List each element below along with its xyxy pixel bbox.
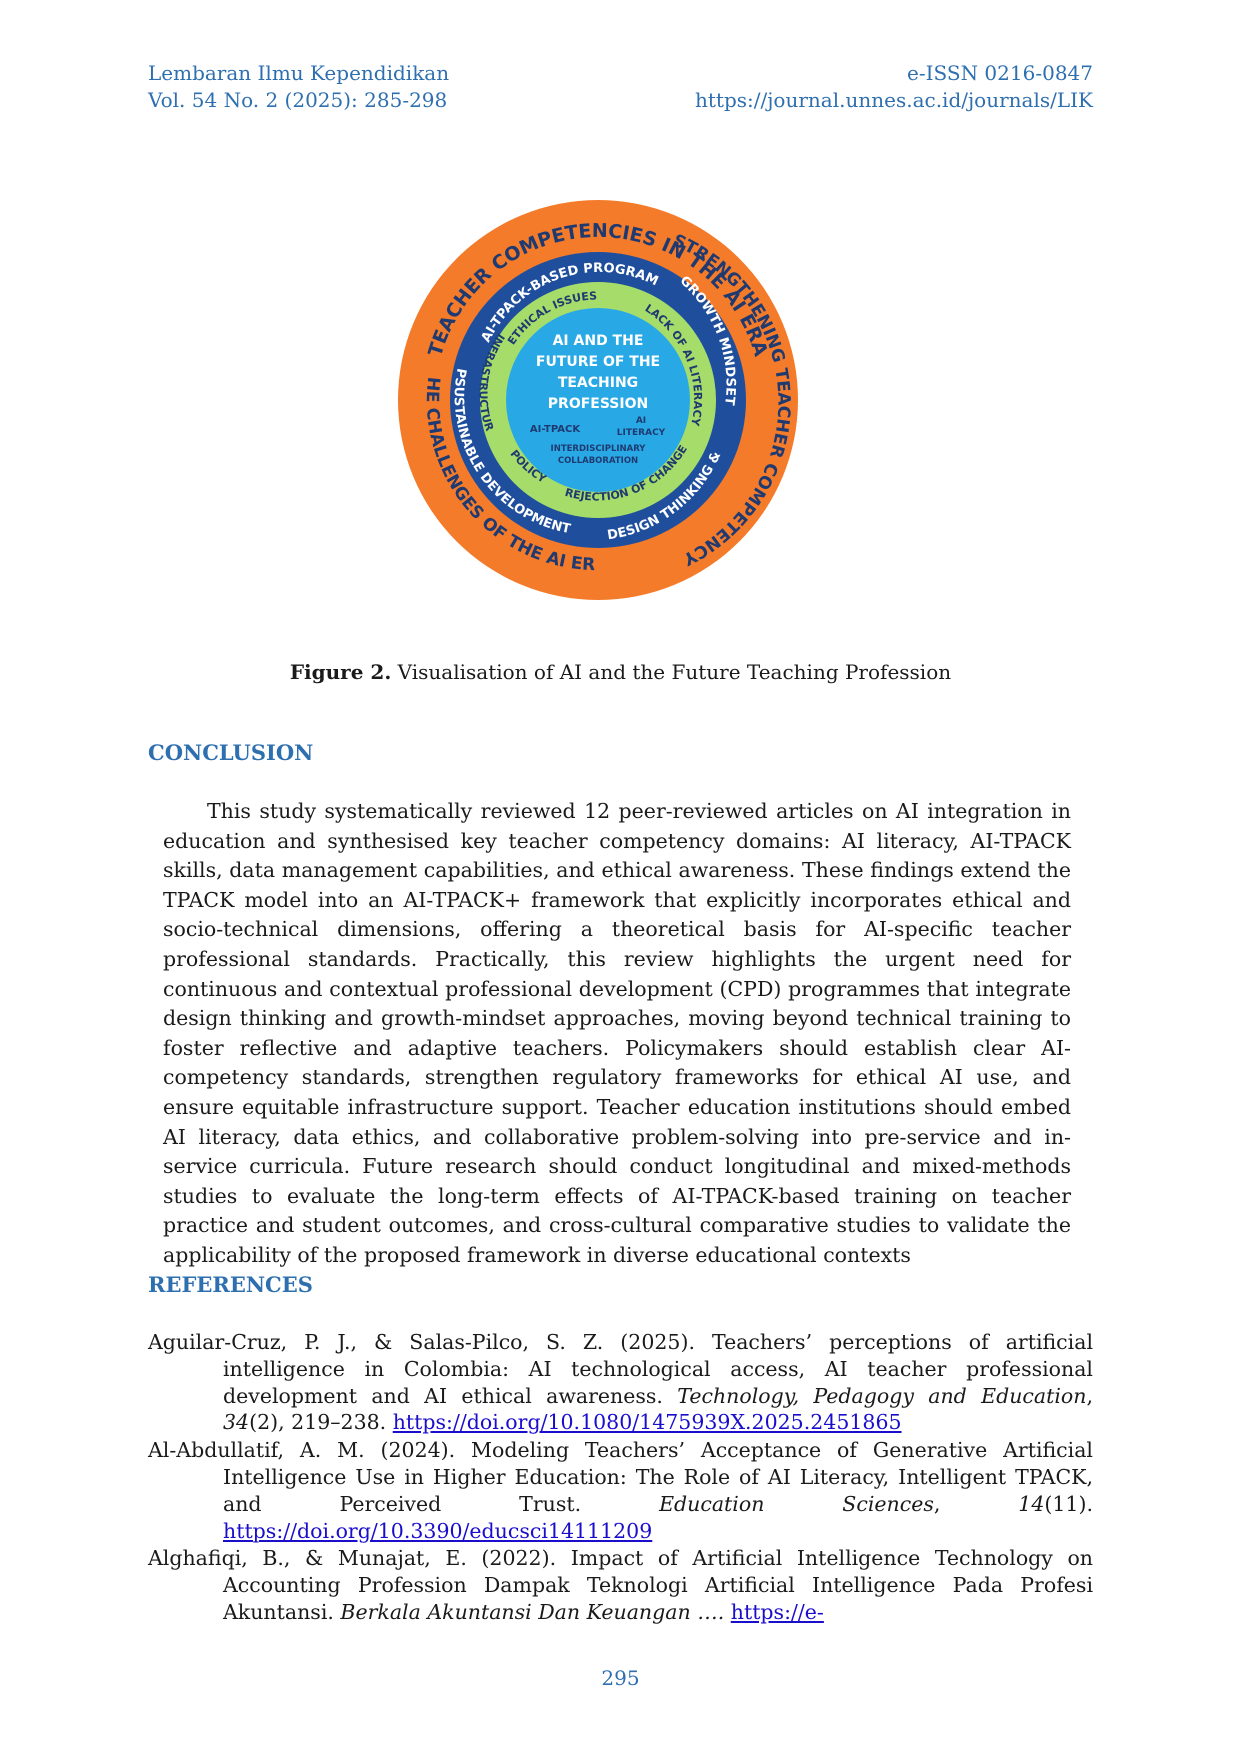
reference-doi-link[interactable]: https://doi.org/10.1080/1475939X.2025.24… (392, 1410, 902, 1435)
center-literacy: LITERACY (617, 428, 666, 438)
reference-item: Alghafiqi, B., & Munajat, E. (2022). Imp… (148, 1545, 1093, 1625)
journal-url[interactable]: https://journal.unnes.ac.id/journals/LIK (694, 88, 1093, 112)
reference-volume: 14 (1018, 1491, 1045, 1516)
issn: e-ISSN 0216-0847 (907, 61, 1093, 85)
reference-issue-pages: (11). (1044, 1491, 1093, 1516)
center-ai: AI (636, 416, 646, 426)
center-interdisciplinary: INTERDISCIPLINARY (551, 444, 647, 454)
reference-source: Education Sciences (659, 1491, 934, 1516)
center-title-line3: TEACHING (558, 375, 638, 391)
reference-list: Aguilar-Cruz, P. J., & Salas-Pilco, S. Z… (148, 1329, 1093, 1627)
figure-label: Figure 2. (289, 660, 392, 684)
center-ai-tpack: AI-TPACK (530, 424, 581, 435)
conclusion-paragraph: This study systematically reviewed 12 pe… (163, 799, 1071, 1267)
reference-item: Aguilar-Cruz, P. J., & Salas-Pilco, S. Z… (148, 1329, 1093, 1436)
figure-caption: Figure 2. Visualisation of AI and the Fu… (0, 660, 1241, 684)
page-number: 295 (601, 1666, 640, 1690)
reference-text: Aguilar-Cruz, P. J., & Salas-Pilco, S. Z… (148, 1330, 1093, 1408)
conclusion-heading: CONCLUSION (148, 740, 314, 765)
references-heading: REFERENCES (148, 1272, 313, 1297)
center-collaboration: COLLABORATION (558, 456, 638, 466)
center-title-line1: AI AND THE (553, 333, 644, 349)
center-circle (506, 308, 690, 492)
reference-issue-pages: (2), 219–238. (249, 1410, 393, 1435)
reference-separator: , (1086, 1383, 1093, 1408)
journal-name: Lembaran Ilmu Kependidikan (148, 61, 450, 85)
running-header-right: e-ISSN 0216-0847 https://journal.unnes.a… (695, 60, 1093, 114)
reference-doi-link[interactable]: https://doi.org/10.3390/educsci14111209 (223, 1518, 653, 1543)
reference-item: Al-Abdullatif, A. M. (2024). Modeling Te… (148, 1437, 1093, 1544)
center-title-line4: PROFESSION (548, 396, 648, 412)
reference-source: Berkala Akuntansi Dan Keuangan …. (340, 1599, 725, 1624)
center-title-line2: FUTURE OF THE (536, 354, 660, 370)
reference-source: Technology, Pedagogy and Education (677, 1383, 1087, 1408)
volume-info: Vol. 54 No. 2 (2025): 285-298 (148, 88, 448, 112)
reference-text: Al-Abdullatif, A. M. (2024). Modeling Te… (148, 1438, 1093, 1516)
reference-separator: , (933, 1491, 1019, 1516)
figure-concentric-diagram: TEACHER COMPETENCIES IN THE AI ERA STREN… (383, 185, 798, 600)
reference-doi-link[interactable]: https://e- (730, 1599, 824, 1624)
reference-text: Alghafiqi, B., & Munajat, E. (2022). Imp… (148, 1546, 1093, 1624)
figure-caption-text: Visualisation of AI and the Future Teach… (391, 660, 952, 684)
reference-volume: 34 (223, 1410, 250, 1435)
running-header-left: Lembaran Ilmu Kependidikan Vol. 54 No. 2… (148, 60, 449, 114)
